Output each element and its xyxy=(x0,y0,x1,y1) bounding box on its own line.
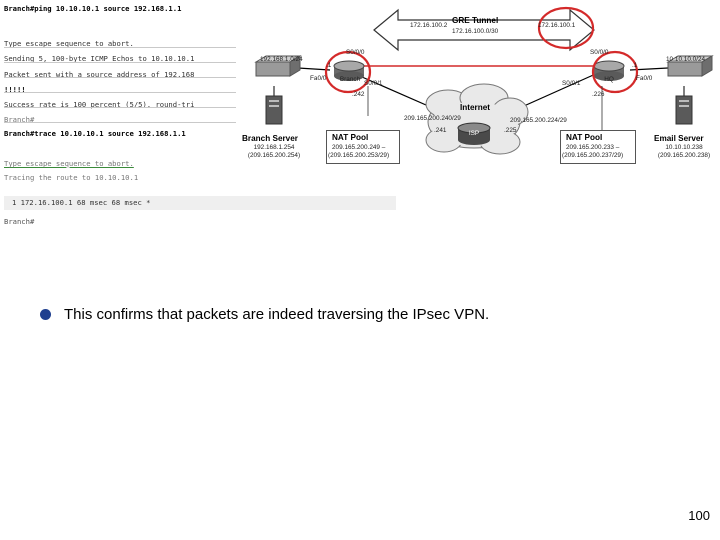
branch-router-icon xyxy=(333,60,365,81)
hq-router-icon xyxy=(593,60,625,81)
branch-switch-icon xyxy=(254,55,302,77)
tunnel-subnet: 172.16.100.0/30 xyxy=(452,28,499,35)
branch-server-nat: (209.165.200.254) xyxy=(247,152,301,159)
bullet-text: This confirms that packets are indeed tr… xyxy=(64,306,490,323)
branch-nat-pool-box xyxy=(326,130,400,164)
terminal-line: Branch#ping 10.10.10.1 source 192.168.1.… xyxy=(4,4,182,13)
terminal-divider xyxy=(4,107,236,108)
branch-wan-label: 209.165.200.240/29 xyxy=(404,115,461,122)
branch-server-icon xyxy=(265,95,283,125)
terminal-divider xyxy=(4,47,236,48)
hq-fa-label: Fa0/0 xyxy=(636,75,653,82)
isp-241-label: .241 xyxy=(434,127,447,134)
terminal-line: !!!!! xyxy=(4,85,26,94)
branch-fa-label: Fa0/0 xyxy=(310,75,327,82)
hq-nat-pool-box xyxy=(560,130,636,164)
trace-result-box xyxy=(4,196,396,210)
branch-nat-pool-title: NAT Pool xyxy=(332,133,369,142)
terminal-line: Sending 5, 100-byte ICMP Echos to 10.10.… xyxy=(4,54,195,63)
branch-lan-link xyxy=(297,67,331,71)
email-server-title: Email Server xyxy=(654,134,704,143)
terminal-line: Branch#trace 10.10.10.1 source 192.168.1… xyxy=(4,129,186,138)
email-server-nat: (209.165.200.238) xyxy=(657,152,711,159)
email-server-ip: 10.10.10.238 xyxy=(665,144,703,151)
hq-nat-pool-range: 209.165.200.233 – xyxy=(566,144,620,151)
terminal-line: Type escape sequence to abort. xyxy=(4,159,134,168)
terminal-divider xyxy=(4,62,236,63)
gre-tunnel-arrow xyxy=(373,8,595,52)
tunnel-left-ip: 172.16.100.2 xyxy=(410,22,448,29)
hq-dot1-label: .1 xyxy=(632,62,638,69)
hq-wan-label: 209.165.200.224/29 xyxy=(510,117,567,124)
page-number: 100 xyxy=(688,508,710,523)
terminal-line: Type escape sequence to abort. xyxy=(4,39,134,48)
terminal-line: Success rate is 100 percent (5/5), round… xyxy=(4,100,195,109)
hq-router-label: HQ xyxy=(604,76,614,83)
hq-226-label: .226 xyxy=(592,91,605,98)
branch-server-ip: 192.168.1.254 xyxy=(253,144,295,151)
terminal-prompt: Branch# xyxy=(4,217,35,226)
hq-router-highlight xyxy=(591,50,639,94)
tunnel-endpoint-highlight xyxy=(537,6,595,50)
isp-225-label: .225 xyxy=(504,127,517,134)
branch-lan-label: 192.168.1.0/24 xyxy=(260,56,303,63)
hq-lan-label: 10.10.10.0/24 xyxy=(666,56,706,63)
branch-s001-label: S0/0/1 xyxy=(364,80,383,87)
branch-nat-pool-end: (209.165.200.253/29) xyxy=(328,152,390,159)
hq-s001-label: S0/0/1 xyxy=(562,80,581,87)
branch-nat-pool-range: 209.165.200.249 – xyxy=(332,144,386,151)
terminal-divider xyxy=(4,122,236,123)
terminal-divider xyxy=(4,77,236,78)
branch-router-label: Branch xyxy=(339,76,361,83)
branch-dot1-label: .1 xyxy=(326,62,332,69)
hq-s000-label: S0/0/0 xyxy=(590,49,609,56)
isp-router-label: ISP xyxy=(468,130,480,137)
terminal-output: Branch#ping 10.10.10.1 source 192.168.1.… xyxy=(4,3,236,199)
terminal-line: Tracing the route to 10.10.10.1 xyxy=(4,173,139,182)
trace-result: 1 172.16.100.1 68 msec 68 msec * xyxy=(12,198,151,207)
hq-nat-pool-title: NAT Pool xyxy=(566,133,603,142)
branch-server-title: Branch Server xyxy=(242,134,298,143)
topology-drawing xyxy=(254,6,714,155)
branch-s000-label: S0/0/0 xyxy=(346,49,365,56)
internet-label: Internet xyxy=(460,103,491,112)
terminal-divider xyxy=(4,92,236,93)
bullet-icon xyxy=(40,309,51,320)
isp-router-icon xyxy=(457,122,491,145)
tunnel-right-ip: 172.16.100.1 xyxy=(538,22,576,29)
gre-tunnel-title: GRE Tunnel xyxy=(452,16,499,25)
branch-router-highlight xyxy=(324,50,372,94)
terminal-line: Branch# xyxy=(4,115,35,124)
hq-nat-pool-end: (209.165.200.237/29) xyxy=(562,152,624,159)
branch-242-label: .242 xyxy=(352,91,365,98)
network-diagram: GRE Tunnel 172.16.100.2 172.16.100.1 172… xyxy=(238,0,720,200)
email-server-icon xyxy=(675,95,693,125)
hq-switch-icon xyxy=(666,55,714,77)
terminal-line: Packet sent with a source address of 192… xyxy=(4,70,195,79)
